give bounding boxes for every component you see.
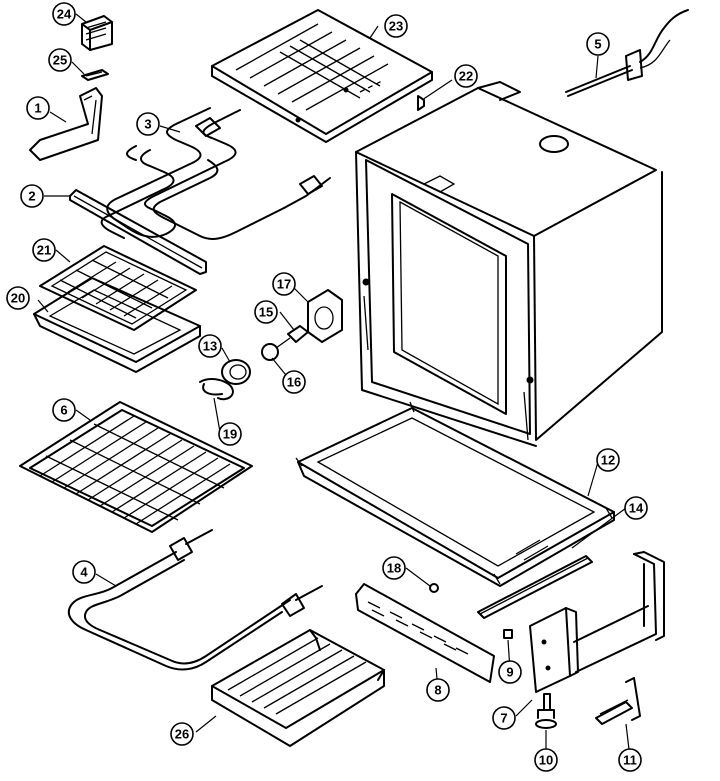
- callout-19: 19: [218, 422, 242, 446]
- callout-25: 25: [48, 48, 72, 72]
- callout-18: 18: [382, 556, 406, 580]
- callout-12-label: 12: [601, 453, 615, 468]
- callout-21-label: 21: [37, 243, 51, 258]
- broil-pan-grid-part: [39, 245, 197, 331]
- broil-pan-part: [33, 277, 201, 373]
- callout-8-label: 8: [434, 683, 441, 698]
- callout-16-label: 16: [287, 375, 301, 390]
- callout-9-label: 9: [506, 665, 513, 680]
- temperature-sensor-part: [565, 9, 689, 97]
- callout-5: 5: [586, 32, 610, 56]
- callout-11-label: 11: [623, 753, 637, 768]
- callout-22: 22: [454, 64, 478, 88]
- callout-15: 15: [254, 300, 278, 324]
- oven-rack-part: [19, 401, 253, 533]
- callout-10: 10: [534, 748, 558, 772]
- callout-6: 6: [52, 398, 76, 422]
- broil-rack-part: [211, 629, 385, 747]
- callout-10-label: 10: [539, 753, 553, 768]
- callout-5-label: 5: [594, 37, 601, 52]
- callout-15-label: 15: [259, 305, 273, 320]
- callout-13: 13: [198, 334, 222, 358]
- anti-tip-bracket-part: [595, 677, 641, 725]
- bracket-part: [29, 87, 103, 161]
- callout-19-label: 19: [223, 427, 237, 442]
- callout-2-label: 2: [28, 189, 35, 204]
- callout-9: 9: [498, 660, 522, 684]
- side-panel-part: [355, 583, 495, 683]
- callout-23-label: 23: [389, 19, 403, 34]
- leveling-bracket-part: [529, 551, 665, 693]
- callout-8: 8: [426, 678, 450, 702]
- callout-24-label: 24: [57, 7, 72, 22]
- callout-1-label: 1: [34, 101, 41, 116]
- callout-4-label: 4: [80, 565, 88, 580]
- leveling-leg-part: [535, 693, 557, 729]
- callout-7-label: 7: [500, 711, 507, 726]
- callout-17: 17: [272, 272, 296, 296]
- callout-20-label: 20: [11, 291, 25, 306]
- callout-22-label: 22: [459, 69, 473, 84]
- callout-18-label: 18: [387, 561, 401, 576]
- callout-25-label: 25: [53, 53, 67, 68]
- support-strip-part: [69, 189, 207, 275]
- small-bracket-part: [81, 69, 109, 81]
- terminal-block-part: [81, 15, 113, 51]
- callout-26: 26: [170, 722, 194, 746]
- callout-6-label: 6: [60, 403, 67, 418]
- callout-2: 2: [20, 184, 44, 208]
- broil-element-part: [67, 529, 323, 671]
- leader-lines: [37, 13, 631, 759]
- oven-cavity-part: [355, 81, 663, 447]
- callout-16: 16: [282, 370, 306, 394]
- callout-21: 21: [32, 238, 56, 262]
- element-cover-part: [211, 9, 433, 143]
- callout-3: 3: [136, 112, 160, 136]
- bottom-tray-part: [295, 401, 615, 587]
- callout-20: 20: [6, 286, 30, 310]
- wire-clip-part: [199, 378, 234, 401]
- callout-1: 1: [26, 96, 50, 120]
- callout-17-label: 17: [277, 277, 291, 292]
- light-lens-part: [221, 359, 251, 385]
- callout-13-label: 13: [203, 339, 217, 354]
- grommet-part: [429, 583, 439, 593]
- callout-4: 4: [72, 560, 96, 584]
- screw-small-part: [503, 629, 513, 639]
- callout-26-label: 26: [175, 727, 189, 742]
- callout-3-label: 3: [144, 117, 151, 132]
- callout-23: 23: [384, 14, 408, 38]
- callout-14-label: 14: [629, 501, 644, 516]
- bake-element-part: [100, 107, 331, 240]
- callout-12: 12: [596, 448, 620, 472]
- callout-7: 7: [492, 706, 516, 730]
- light-socket-part: [261, 289, 343, 361]
- screw-part: [417, 95, 425, 111]
- callout-11: 11: [618, 748, 642, 772]
- callout-14: 14: [624, 496, 648, 520]
- callout-24: 24: [52, 2, 76, 26]
- trim-strip-part: [477, 555, 593, 619]
